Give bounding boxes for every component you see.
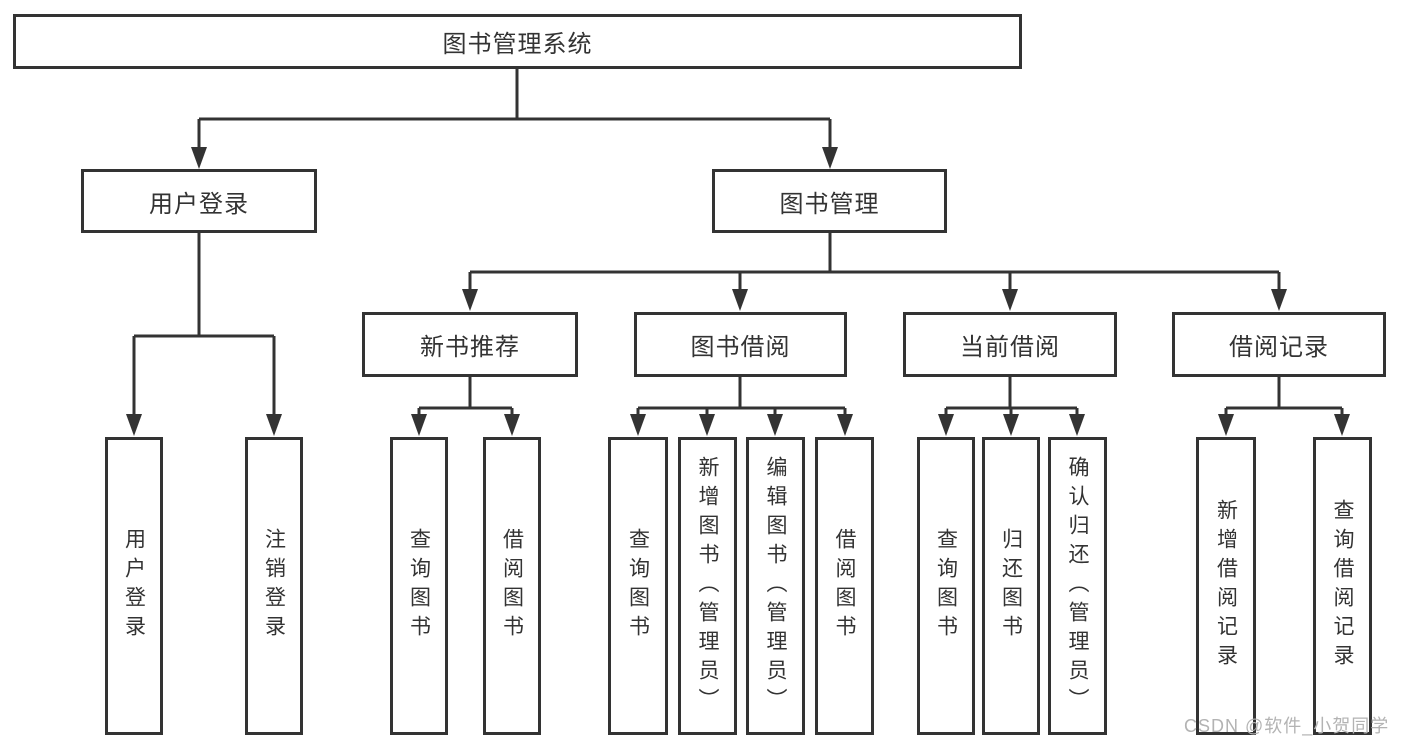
leaf-return-books: 归还图书 [982, 437, 1040, 735]
node-label: 查询借阅记录 [1331, 499, 1355, 673]
arrow-down-icon [1271, 289, 1287, 311]
arrow-down-icon [504, 414, 520, 436]
node-current-borrowing: 当前借阅 [903, 312, 1117, 377]
leaf-query-books-recommend: 查询图书 [390, 437, 448, 735]
leaf-query-books-borrowing: 查询图书 [608, 437, 668, 735]
arrow-down-icon [411, 414, 427, 436]
arrow-down-icon [938, 414, 954, 436]
leaf-user-login: 用户登录 [105, 437, 163, 735]
leaf-logout: 注销登录 [245, 437, 303, 735]
node-label: 用户登录 [122, 528, 146, 644]
node-book-borrowing: 图书借阅 [634, 312, 847, 377]
arrow-down-icon [699, 414, 715, 436]
node-label: 新增图书（管理员） [696, 455, 720, 717]
arrow-down-icon [767, 414, 783, 436]
node-label: 图书管理 [779, 190, 880, 218]
leaf-borrow-books-recommend: 借阅图书 [483, 437, 541, 735]
arrow-down-icon [822, 147, 838, 169]
leaf-query-borrow-record: 查询借阅记录 [1313, 437, 1372, 735]
node-label: 图书借阅 [690, 334, 791, 361]
arrow-down-icon [630, 414, 646, 436]
leaf-edit-books-admin: 编辑图书（管理员） [746, 437, 805, 735]
leaf-add-borrow-record: 新增借阅记录 [1196, 437, 1256, 735]
node-label: 编辑图书（管理员） [764, 455, 788, 717]
arrow-down-icon [1002, 289, 1018, 311]
arrow-down-icon [1069, 414, 1085, 436]
connector-userlogin-to-leaves [132, 233, 276, 418]
node-label: 借阅记录 [1229, 334, 1329, 361]
node-borrow-records: 借阅记录 [1172, 312, 1386, 377]
node-label: 查询图书 [626, 528, 650, 644]
leaf-borrow-books: 借阅图书 [815, 437, 874, 735]
node-label: 借阅图书 [833, 528, 857, 644]
arrow-down-icon [126, 414, 142, 436]
arrow-down-icon [1218, 414, 1234, 436]
arrow-down-icon [266, 414, 282, 436]
arrow-down-icon [837, 414, 853, 436]
leaf-confirm-return-admin: 确认归还（管理员） [1048, 437, 1107, 735]
leaf-add-books-admin: 新增图书（管理员） [678, 437, 737, 735]
node-user-login-module: 用户登录 [81, 169, 317, 233]
connector-currentborrow-to-leaves [944, 377, 1079, 420]
node-label: 注销登录 [262, 528, 286, 644]
arrow-down-icon [1003, 414, 1019, 436]
arrow-down-icon [191, 147, 207, 169]
connector-bookborrow-to-leaves [636, 377, 847, 420]
csdn-watermark: CSDN @软件_小贺同学 [1184, 716, 1390, 736]
node-label: 查询图书 [934, 528, 958, 644]
node-label: 确认归还（管理员） [1066, 455, 1090, 717]
connector-newbookrec-to-leaves [417, 377, 514, 420]
connector-root-to-level1 [197, 69, 832, 151]
arrow-down-icon [462, 289, 478, 311]
leaf-query-books-current: 查询图书 [917, 437, 975, 735]
node-new-book-recommend: 新书推荐 [362, 312, 578, 377]
node-root-system: 图书管理系统 [13, 14, 1022, 69]
node-label: 当前借阅 [960, 334, 1060, 361]
connector-bookmgmt-to-level2 [468, 233, 1281, 295]
node-book-management-module: 图书管理 [712, 169, 947, 233]
node-label: 归还图书 [999, 528, 1023, 644]
arrow-down-icon [732, 289, 748, 311]
node-label: 新增借阅记录 [1214, 499, 1238, 673]
node-label: 用户登录 [149, 190, 249, 218]
node-label: 借阅图书 [500, 528, 524, 644]
node-label: 图书管理系统 [442, 31, 593, 58]
node-label: 查询图书 [407, 528, 431, 644]
connector-borrowrecords-to-leaves [1224, 377, 1344, 420]
node-label: 新书推荐 [420, 334, 520, 361]
arrow-down-icon [1334, 414, 1350, 436]
